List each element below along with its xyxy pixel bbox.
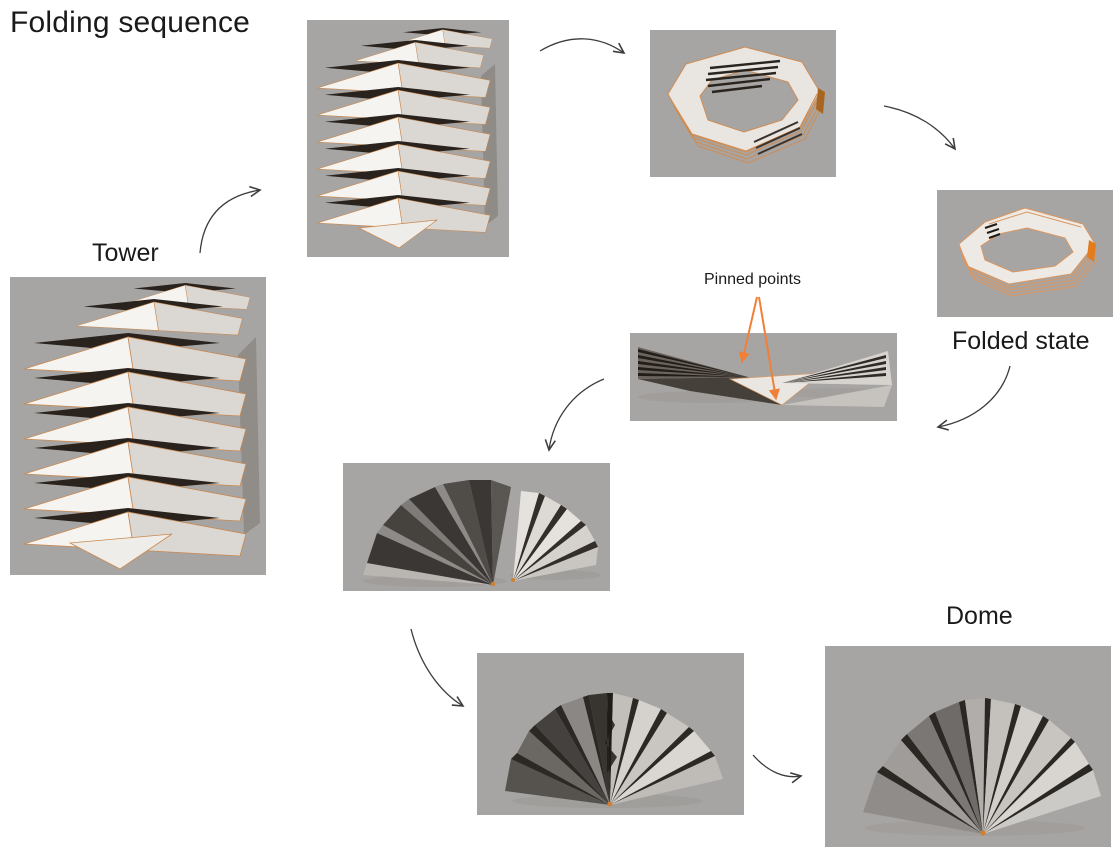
- arrow-fan-to-openfan: [410, 628, 465, 707]
- dome-3d-figure: [863, 698, 1101, 836]
- ring-orange-facet: [816, 88, 825, 114]
- opening-fan-3d-figure: [505, 693, 723, 808]
- arrow-ring-to-folded: [883, 105, 957, 151]
- page-title: Folding sequence: [10, 6, 251, 39]
- stage-double-fan-render: [343, 463, 610, 591]
- dome-label: Dome: [946, 602, 1013, 630]
- ring-stacked-edges: [669, 93, 823, 164]
- compressing-tower-3d-figure: [316, 27, 498, 249]
- arrow-tower-to-stage2: [199, 185, 262, 254]
- stage-tower-render: [10, 277, 266, 575]
- stage-dome-render: [825, 646, 1111, 847]
- stage-pinned-flat-render: [630, 333, 897, 421]
- stage-opening-fan-render: [477, 653, 744, 815]
- arrow-openfan-to-dome: [752, 754, 803, 784]
- double-fan-3d-figure: [363, 480, 601, 587]
- stage-compressing-tower-render: [307, 20, 509, 257]
- stage-compressed-ring-render: [650, 30, 836, 177]
- ring-top-layer-stripes: [705, 59, 781, 94]
- tower-label: Tower: [92, 239, 159, 267]
- stage-folded-state-render: [937, 190, 1113, 317]
- folded-ring-orange-facet: [1087, 240, 1096, 262]
- arrow-stage2-to-ring: [539, 38, 626, 55]
- folded-ring-dark-marks: [984, 223, 1001, 239]
- folded-ring-3d-figure: [958, 207, 1098, 297]
- pinned-flat-3d-figure: [638, 347, 892, 407]
- folded-ring-stacked-edges: [959, 211, 1098, 297]
- ring-bottom-layer-stripes: [753, 121, 803, 155]
- compressed-ring-3d-figure: [667, 46, 825, 164]
- tower-3d-figure: [23, 282, 260, 570]
- pinned-points-label: Pinned points: [704, 271, 801, 288]
- arrow-folded-to-pinned: [936, 365, 1011, 431]
- folded-state-label: Folded state: [952, 327, 1090, 355]
- arrow-pinned-to-fan: [544, 378, 605, 452]
